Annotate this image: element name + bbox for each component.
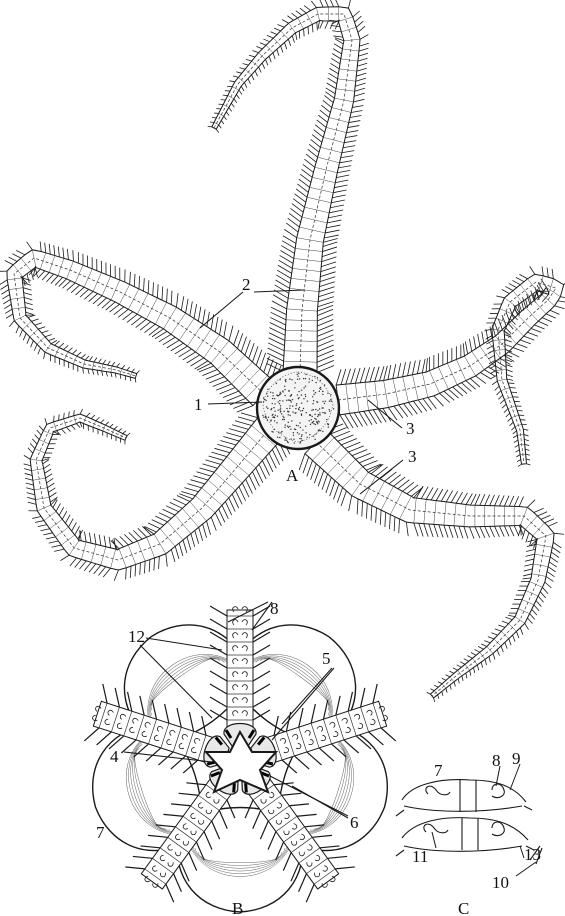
label-b-5: 5 — [322, 649, 331, 668]
label-a-2: 2 — [242, 275, 251, 294]
central-disc — [257, 367, 339, 449]
panel-b-illustration: 8 12 5 4 6 7 B — [76, 599, 404, 916]
arms-group — [0, 0, 565, 702]
panel-c-illustration: 7 8 9 11 13 10 C — [396, 749, 542, 916]
panel-a-letter: A — [286, 466, 299, 485]
label-b-7: 7 — [96, 823, 105, 842]
label-a-1: 1 — [194, 395, 203, 414]
label-c-8: 8 — [492, 751, 501, 770]
label-b-4: 4 — [110, 747, 119, 766]
arm-stump — [210, 606, 270, 746]
panel-a-illustration: 2 1 3 3 A — [0, 0, 565, 702]
label-b-6: 6 — [350, 813, 359, 832]
arm-top — [208, 0, 369, 373]
label-c-13: 13 — [524, 845, 541, 864]
label-a-3-upper: 3 — [406, 419, 415, 438]
label-c-10: 10 — [492, 873, 509, 892]
arm-right — [336, 266, 565, 466]
arm-lower-left — [24, 409, 290, 581]
panel-b-letter: B — [232, 899, 243, 916]
arm-left — [0, 242, 281, 413]
label-c-7: 7 — [434, 761, 443, 780]
label-a-3-lower: 3 — [408, 447, 417, 466]
label-c-9: 9 — [512, 749, 521, 768]
panel-c-letter: C — [458, 899, 469, 916]
label-b-8: 8 — [270, 599, 279, 618]
label-c-11: 11 — [412, 847, 428, 866]
label-b-12: 12 — [128, 627, 145, 646]
